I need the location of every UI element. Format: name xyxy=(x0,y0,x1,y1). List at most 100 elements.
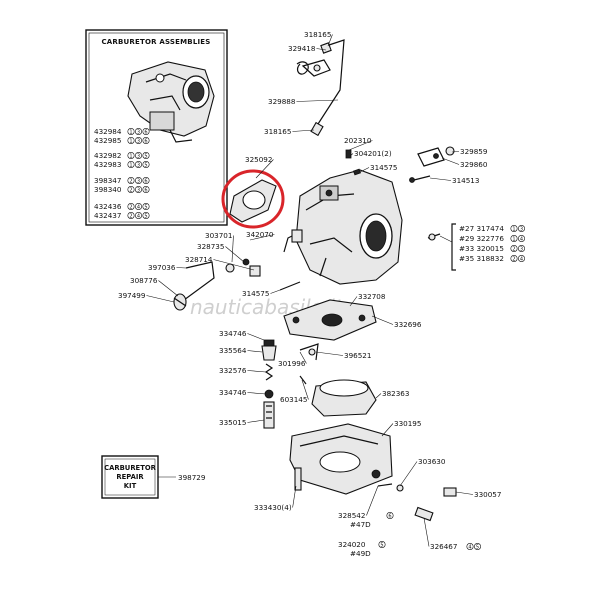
part-label-p303630: 303630 xyxy=(418,457,446,466)
assembly-code-circle xyxy=(142,152,150,160)
part-326467-code: 5 xyxy=(476,544,479,550)
jet-code: 3 xyxy=(520,226,523,232)
assemblies-title: CARBURETOR ASSEMBLIES xyxy=(101,38,210,46)
leader-line-p334746a xyxy=(247,333,265,341)
assembly-code-circle xyxy=(135,161,143,169)
leader-line-p397036 xyxy=(176,267,187,269)
leader-line-p329888 xyxy=(296,99,339,102)
part-label-p334746a: 334746 xyxy=(219,329,247,338)
assembly-code: 3 xyxy=(137,153,140,159)
part-label-p329888: 329888 xyxy=(268,97,296,106)
jet-code: 1 xyxy=(512,226,515,232)
jet-code-circle xyxy=(510,225,518,233)
leader-line-p332696 xyxy=(371,315,394,325)
part-label-p335015: 335015 xyxy=(219,418,246,427)
part-label-p328735: 328735 xyxy=(197,242,224,251)
assembly-code: 6 xyxy=(144,187,147,193)
assembly-code: 5 xyxy=(144,204,147,210)
part-326467-code-circle xyxy=(473,542,481,550)
part-label-p332708: 332708 xyxy=(358,292,386,301)
part-label-p301996: 301996 xyxy=(278,359,306,368)
assembly-code: 5 xyxy=(144,213,147,219)
part-label-p342070: 342070 xyxy=(246,230,274,239)
lower-bowl-330195 xyxy=(289,423,457,522)
assembly-code: 3 xyxy=(137,162,140,168)
assembly-code: 3 xyxy=(137,129,140,135)
gasket-325092 xyxy=(221,169,285,229)
part-label-p314575b: 314575 xyxy=(242,289,269,298)
part-labels: 318165329418329888318165202310304201(2)3… xyxy=(118,30,501,558)
leader-line-p397499 xyxy=(146,295,175,303)
assembly-code-circle xyxy=(135,203,143,211)
part-label-p335564: 335564 xyxy=(219,346,247,355)
part-326467-code: 4 xyxy=(468,544,471,550)
leader-line-p304201 xyxy=(349,153,354,157)
repair-kit-box: CARBURETOR REPAIR KIT 398729 xyxy=(101,455,206,499)
leader-line-p332576 xyxy=(247,370,267,373)
part-label-p332576: 332576 xyxy=(219,366,247,375)
repair-kit-part: 398729 xyxy=(178,473,206,482)
leader-line-p314513 xyxy=(429,177,452,181)
assembly-code: 4 xyxy=(137,204,140,210)
leader-line-p328542 xyxy=(366,485,379,516)
leader-line-p329418 xyxy=(316,48,327,51)
jet-code: 3 xyxy=(520,246,523,252)
leader-lines xyxy=(146,34,474,547)
assembly-code-circle xyxy=(127,161,135,169)
leader-line-p325092 xyxy=(255,159,274,179)
part-label-p303701: 303701 xyxy=(205,231,232,240)
carburetor-body xyxy=(283,169,403,285)
jet-row-label: #29 322776 xyxy=(459,234,504,243)
throttle-linkage xyxy=(173,258,261,311)
jet-code-circle xyxy=(517,255,525,263)
part-label-p308776: 308776 xyxy=(130,276,158,285)
assembly-code-circle xyxy=(127,152,135,160)
repair-kit-line2: REPAIR xyxy=(116,473,144,481)
repair-kit-line1: CARBURETOR xyxy=(104,464,156,472)
assembly-code: 2 xyxy=(129,187,132,193)
leader-line-p326467 xyxy=(423,517,430,547)
jet-code-circle xyxy=(510,235,518,243)
assembly-code-circle xyxy=(142,203,150,211)
part-label-p333430: 333430(4) xyxy=(254,503,292,512)
part-label-p328714: 328714 xyxy=(185,255,213,264)
jet-code: 2 xyxy=(512,256,515,262)
assembly-code-circle xyxy=(127,128,135,136)
jet-code: 1 xyxy=(512,236,515,242)
part-label-p397499: 397499 xyxy=(118,291,146,300)
assembly-code-circle xyxy=(142,128,150,136)
float-bowl-parts xyxy=(261,281,377,429)
jet-code-circle xyxy=(510,245,518,253)
leader-line-p318165a xyxy=(327,34,333,47)
assembly-code-circle xyxy=(135,212,143,220)
assembly-code: 1 xyxy=(129,138,132,144)
assembly-code-circle xyxy=(135,177,143,185)
leader-line-p335015 xyxy=(247,419,265,423)
leader-line-p603145 xyxy=(301,379,309,400)
assembly-part-number: 432436 xyxy=(94,202,122,211)
part-label-p329418: 329418 xyxy=(288,44,316,53)
assembly-part-number: 432982 xyxy=(94,151,121,160)
assembly-code: 5 xyxy=(144,153,147,159)
top-small-parts xyxy=(345,146,455,241)
leader-line-p314575a xyxy=(359,167,370,173)
assembly-code: 6 xyxy=(144,178,147,184)
assembly-code: 3 xyxy=(137,138,140,144)
assembly-code-circle xyxy=(127,177,135,185)
part-label-p318165b: 318165 xyxy=(264,127,291,136)
assembly-code-circle xyxy=(135,152,143,160)
assembly-code-circle xyxy=(142,186,150,194)
assembly-code-circle xyxy=(142,177,150,185)
part-label-p314575a: 314575 xyxy=(370,163,397,172)
leader-line-p329860 xyxy=(441,157,460,165)
part-label-p314513: 314513 xyxy=(452,176,479,185)
part-328542-code: 6 xyxy=(388,513,391,519)
leader-line-p303701 xyxy=(231,235,234,263)
assembly-code-circle xyxy=(142,212,150,220)
assembly-code-circle xyxy=(127,186,135,194)
